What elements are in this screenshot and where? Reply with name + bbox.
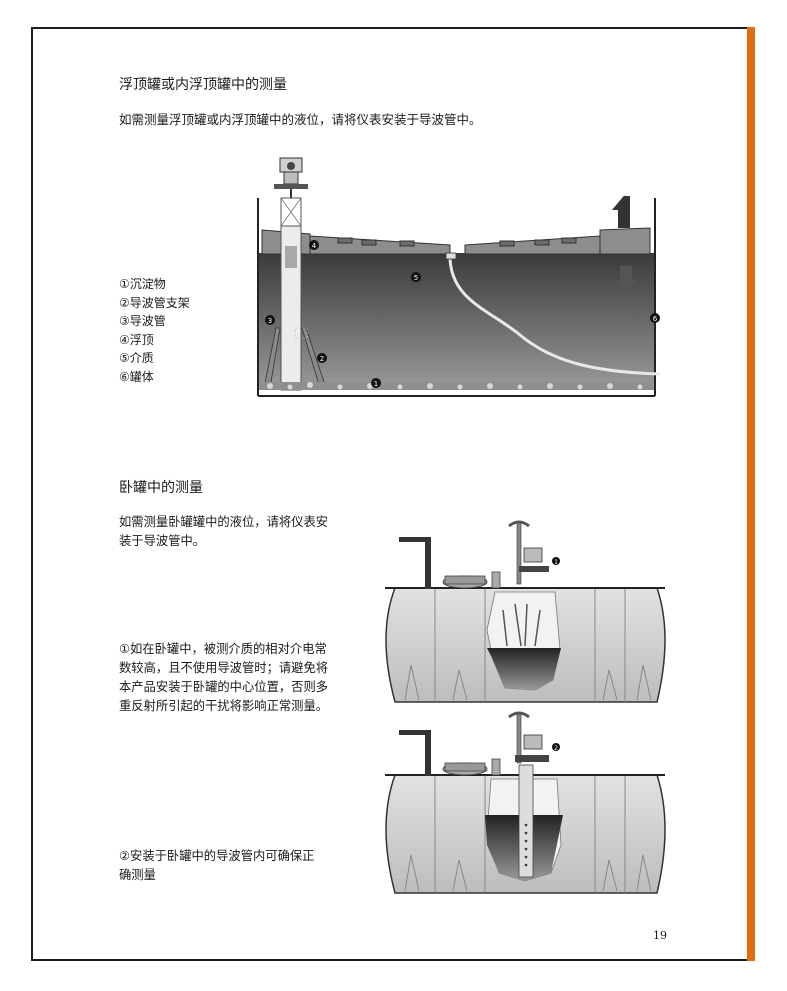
legend-item: ⑥罐体 (119, 369, 154, 384)
svg-text:1: 1 (554, 559, 558, 566)
stilling-well (280, 197, 302, 391)
legend-item: ⑤介质 (119, 351, 154, 365)
note-1: ①如在卧罐中，被测介质的相对介电常 数较高，且不使用导波管时；请避免将 本产品安… (119, 642, 329, 713)
page-number: 19 (653, 929, 667, 942)
svg-text:5: 5 (414, 274, 418, 282)
callout-markers: 1 2 3 4 5 6 (265, 240, 660, 388)
section-title-horizontal-tank: 卧罐中的测量 (119, 480, 203, 496)
accent-bar (747, 27, 755, 961)
floating-roof-tank-diagram: 1 2 3 4 5 6 (257, 157, 661, 397)
svg-text:2: 2 (320, 355, 324, 363)
section-title-floating-roof: 浮顶罐或内浮顶罐中的测量 (119, 77, 287, 93)
note-2: ②安装于卧罐中的导波管内可确保正 确测量 (119, 849, 315, 882)
drain-hose (448, 255, 661, 376)
svg-text:6: 6 (653, 315, 658, 323)
radar-gauge (274, 157, 308, 198)
svg-text:4: 4 (312, 242, 317, 250)
svg-text:1: 1 (374, 380, 378, 388)
horizontal-tank-diagram-2: 2 (385, 711, 666, 894)
horizontal-tank-diagram-1: 1 (385, 520, 666, 703)
tank-shell (257, 198, 656, 397)
legend-item: ①沉淀物 (119, 277, 166, 291)
legend-item: ④浮顶 (119, 332, 154, 347)
legend: ①沉淀物 ②导波管支架 ③导波管 ④浮顶 ⑤介质 ⑥罐体 (119, 275, 190, 386)
floating-roof (261, 227, 651, 255)
section-desc-floating-roof: 如需测量浮顶罐或内浮顶罐中的液位，请将仪表安装于导波管中。 (119, 112, 482, 127)
legend-item: ②导波管支架 (119, 295, 190, 310)
roof-motion-arrows (612, 192, 638, 294)
svg-text:2: 2 (554, 745, 558, 752)
legend-item: ③导波管 (119, 314, 166, 328)
sediment (260, 382, 653, 390)
svg-text:3: 3 (268, 317, 272, 325)
section-desc-horizontal-tank: 如需测量卧罐罐中的液位，请将仪表安 装于导波管中。 (119, 515, 329, 548)
